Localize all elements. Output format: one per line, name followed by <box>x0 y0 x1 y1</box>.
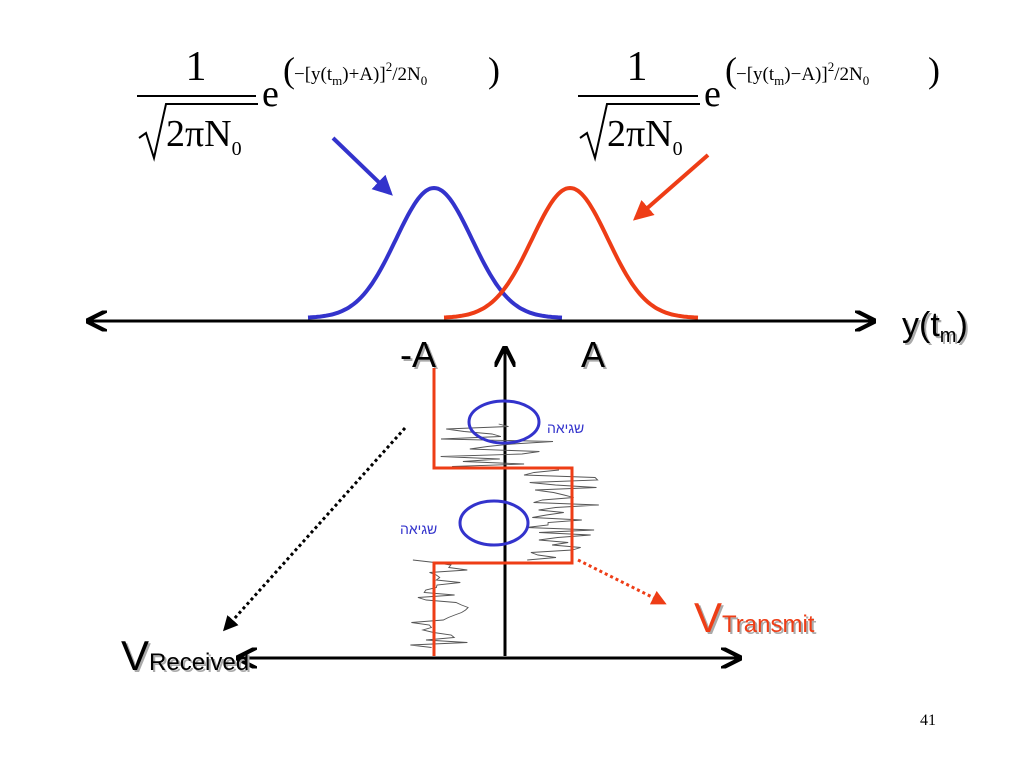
formula-left-exponent: −[y(tm)+A)]2/2N0 <box>294 59 427 88</box>
formula-right-paren-open: ( <box>725 50 737 90</box>
red-pointer-arrow <box>632 153 710 221</box>
formula-left-sqrt-body: 2πN <box>166 113 232 155</box>
v-transmit-label: VTransmit VTransmit <box>694 594 817 643</box>
svg-text:-A: -A <box>402 336 438 377</box>
svg-text:A: A <box>581 334 605 375</box>
formula-left: 1 2πN0 e ( −[y(tm)+A)]2/2N0 ) <box>137 44 500 162</box>
svg-text:A: A <box>583 336 607 377</box>
transmitted-signal <box>432 368 574 656</box>
svg-text:VReceived: VReceived <box>123 634 251 681</box>
tick-label-plus-a: A A <box>581 334 607 377</box>
svg-text:-A: -A <box>400 334 436 375</box>
formula-right-base: e <box>704 73 721 115</box>
axis-label-y-tm: y(tm) y(tm) <box>902 306 970 349</box>
gaussian-curve-minus-a <box>307 185 563 320</box>
error-ellipse-bottom <box>458 499 530 547</box>
formula-right-paren-close: ) <box>928 50 940 90</box>
formula-left-paren-close: ) <box>488 50 500 90</box>
svg-text:y(tm): y(tm) <box>904 308 970 349</box>
formula-right-sqrt-sub: 0 <box>673 138 683 160</box>
error-ellipse-top <box>467 399 541 445</box>
blue-pointer-arrow <box>331 136 393 196</box>
svg-text:VReceived: VReceived <box>121 632 249 679</box>
formula-left-base: e <box>262 73 279 115</box>
page-number: 41 <box>920 712 936 729</box>
v-received-label: VReceived VReceived <box>121 632 251 681</box>
formula-left-sqrt-sub: 0 <box>232 138 242 160</box>
formula-right-numerator: 1 <box>627 44 648 90</box>
svg-text:2πN0: 2πN0 <box>607 113 683 160</box>
formula-right-exponent: −[y(tm)−A)]2/2N0 <box>736 59 869 88</box>
formula-right: 1 2πN0 e ( −[y(tm)−A)]2/2N0 ) <box>578 44 940 162</box>
tick-label-minus-a: -A -A <box>400 334 438 377</box>
svg-text:VTransmit: VTransmit <box>696 596 817 643</box>
transmit-dotted-arrow <box>577 558 667 605</box>
svg-text:VTransmit: VTransmit <box>694 594 815 641</box>
error-label-bottom: שגיאה <box>400 521 437 537</box>
received-dotted-arrow <box>222 426 407 632</box>
error-label-top: שגיאה <box>547 420 584 436</box>
formula-left-sqrt-sign <box>138 103 258 162</box>
gaussian-curve-plus-a <box>443 185 699 320</box>
formula-left-paren-open: ( <box>283 50 295 90</box>
formula-left-numerator: 1 <box>186 44 207 90</box>
svg-text:2πN0: 2πN0 <box>166 113 242 160</box>
formula-right-sqrt-sign <box>579 103 700 162</box>
svg-text:y(tm): y(tm) <box>902 306 968 347</box>
formula-right-sqrt-body: 2πN <box>607 113 673 155</box>
